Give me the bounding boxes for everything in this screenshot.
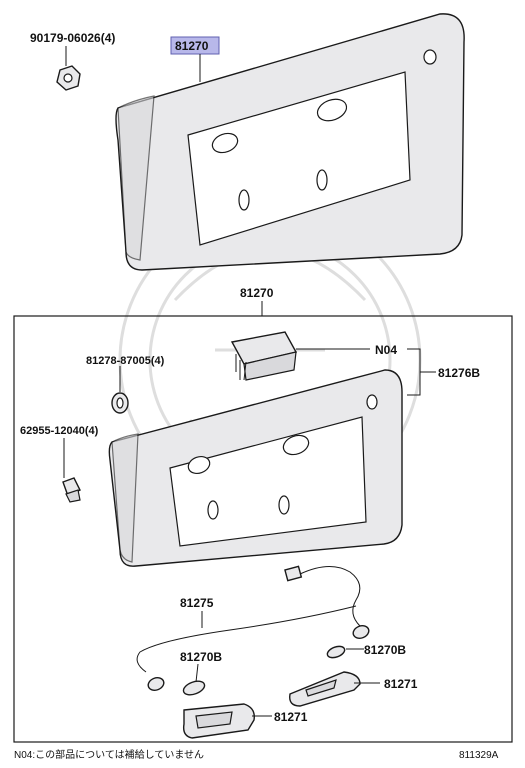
lamp-left-label: 81271 bbox=[274, 710, 308, 724]
bulb-right-label: 81270B bbox=[364, 643, 406, 657]
screw-icon[interactable] bbox=[62, 477, 81, 503]
assembly-label: 81270 bbox=[240, 286, 274, 300]
clip-label: 81278-87005(4) bbox=[86, 355, 165, 367]
top-garnish[interactable] bbox=[115, 13, 465, 271]
harness-label: 81275 bbox=[180, 596, 214, 610]
lamp-right-label: 81271 bbox=[384, 677, 418, 691]
nut-label: 90179-06026(4) bbox=[30, 31, 115, 45]
assembly-frame bbox=[13, 315, 513, 743]
bracket-label: 81276B bbox=[438, 366, 480, 380]
top-part-label[interactable]: 81270 bbox=[175, 39, 209, 53]
bulb-right-icon[interactable] bbox=[326, 644, 346, 660]
nut-icon[interactable] bbox=[56, 65, 81, 91]
part-number-highlight bbox=[170, 36, 220, 55]
bulb-left-icon[interactable] bbox=[182, 679, 207, 698]
screw-label: 62955-12040(4) bbox=[20, 425, 99, 437]
lamp-right-icon[interactable] bbox=[289, 671, 361, 707]
wire-harness[interactable] bbox=[136, 565, 370, 692]
figure-code: 811329A bbox=[459, 750, 499, 761]
bulb-left-label: 81270B bbox=[180, 650, 222, 664]
footer-note: N04:この部品については補給していません bbox=[14, 748, 204, 761]
connector-icon[interactable] bbox=[230, 331, 298, 381]
bulb-left-leader bbox=[195, 663, 199, 683]
clip-icon[interactable] bbox=[111, 392, 129, 414]
plate-bracket[interactable] bbox=[108, 369, 403, 567]
lamp-left-icon[interactable] bbox=[182, 703, 255, 739]
connector-label: N04 bbox=[375, 343, 397, 357]
